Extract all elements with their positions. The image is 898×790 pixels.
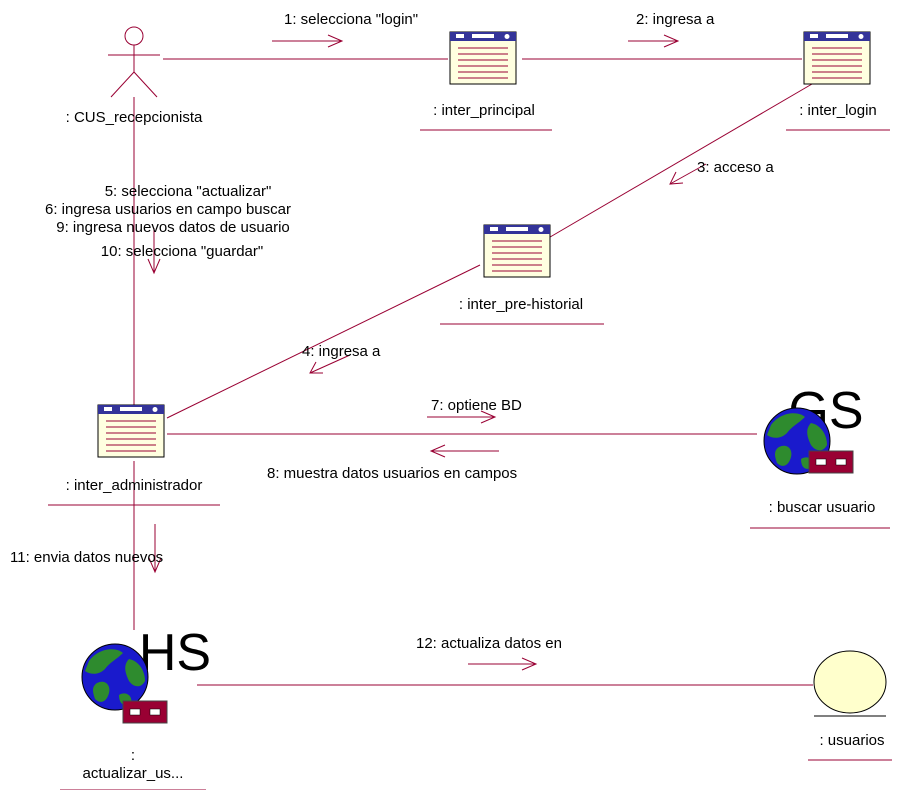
object-label-inter-pre-historial: : inter_pre-historial [459, 296, 583, 313]
actor-cus-recepcionista[interactable]: : CUS_recepcionista [66, 26, 203, 126]
arrow-m8 [429, 444, 499, 458]
links [133, 58, 813, 686]
window-title-block [120, 407, 142, 411]
window-icon [483, 224, 551, 278]
message-label-4: 4: ingresa a [302, 343, 381, 360]
device-slot [149, 708, 161, 716]
window-icon [449, 31, 517, 85]
object-inter-login[interactable]: : inter_login [786, 31, 890, 131]
object-inter-principal[interactable]: : inter_principal [420, 31, 552, 131]
object-inter-administrador[interactable]: : inter_administrador [48, 404, 220, 506]
object-label-actualizar-us: actualizar_us... [83, 765, 184, 782]
window-title-button [152, 407, 158, 412]
object-label-buscar-usuario: : buscar usuario [769, 499, 876, 516]
message-arrows [147, 34, 707, 671]
link-prehistorial-administrador [166, 264, 481, 419]
object-label-actualizar-colon: : [131, 747, 135, 764]
device-slot [835, 458, 847, 466]
window-icon [97, 404, 165, 458]
link-login-prehistorial [544, 83, 813, 241]
window-title-button [858, 34, 864, 39]
device-icon [122, 700, 168, 724]
device-slot [129, 708, 141, 716]
window-title-block [506, 227, 528, 231]
stick-figure-icon [108, 26, 160, 98]
message-label-11: 11: envia datos nuevos [10, 549, 163, 566]
arrow-m12 [468, 657, 538, 671]
object-label-inter-login: : inter_login [799, 102, 877, 119]
window-title-block [490, 227, 498, 231]
message-label-9: 9: ingresa nuevos datos de usuario [56, 219, 290, 236]
window-title-block [456, 34, 464, 38]
arrow-m4 [309, 354, 351, 374]
device-body [808, 450, 854, 474]
arrow-m3 [669, 163, 707, 185]
object-usuarios[interactable]: : usuarios [808, 650, 892, 761]
globe-land [93, 681, 110, 702]
arrow-m5 [147, 228, 161, 275]
message-label-12: 12: actualiza datos en [416, 635, 562, 652]
message-label-7: 7: optiene BD [431, 397, 522, 414]
hs-badge-text: HS [139, 624, 211, 682]
window-title-block [472, 34, 494, 38]
object-inter-pre-historial[interactable]: : inter_pre-historial [440, 224, 604, 325]
actor-label: : CUS_recepcionista [66, 109, 203, 126]
globe-land [775, 445, 792, 466]
globe-land [85, 649, 123, 674]
window-title-block [810, 34, 818, 38]
arrow-m1 [272, 34, 344, 48]
object-buscar-usuario[interactable]: GS : buscar usuario [750, 382, 890, 529]
window-icon [803, 31, 871, 85]
object-label-inter-administrador: : inter_administrador [66, 477, 203, 494]
message-label-3: 3: acceso a [697, 159, 774, 176]
device-slot [815, 458, 827, 466]
window-title-block [826, 34, 848, 38]
message-label-8: 8: muestra datos usuarios en campos [267, 465, 517, 482]
message-label-10: 10: selecciona "guardar" [101, 243, 263, 260]
device-icon [808, 450, 854, 474]
message-label-1: 1: selecciona "login" [284, 11, 418, 28]
device-body [122, 700, 168, 724]
globe-icon [81, 643, 149, 711]
arrow-m7 [427, 410, 497, 424]
object-actualizar-us[interactable]: HS : actualizar_us... [60, 624, 211, 790]
globe-land [767, 413, 805, 438]
window-title-block [104, 407, 112, 411]
message-label-6: 6: ingresa usuarios en campo buscar [45, 201, 291, 218]
window-title-button [504, 34, 510, 39]
message-labels: 1: selecciona "login" 2: ingresa a 3: ac… [10, 11, 774, 652]
object-label-usuarios: : usuarios [819, 732, 884, 749]
message-label-2: 2: ingresa a [636, 11, 715, 28]
arrow-m11 [148, 524, 162, 574]
globe-land [807, 423, 827, 451]
arrow-m2 [628, 34, 680, 48]
message-label-5: 5: selecciona "actualizar" [105, 183, 272, 200]
globe-land [125, 659, 145, 687]
object-label-inter-principal: : inter_principal [433, 102, 535, 119]
entity-icon [813, 650, 887, 714]
window-title-button [538, 227, 544, 232]
